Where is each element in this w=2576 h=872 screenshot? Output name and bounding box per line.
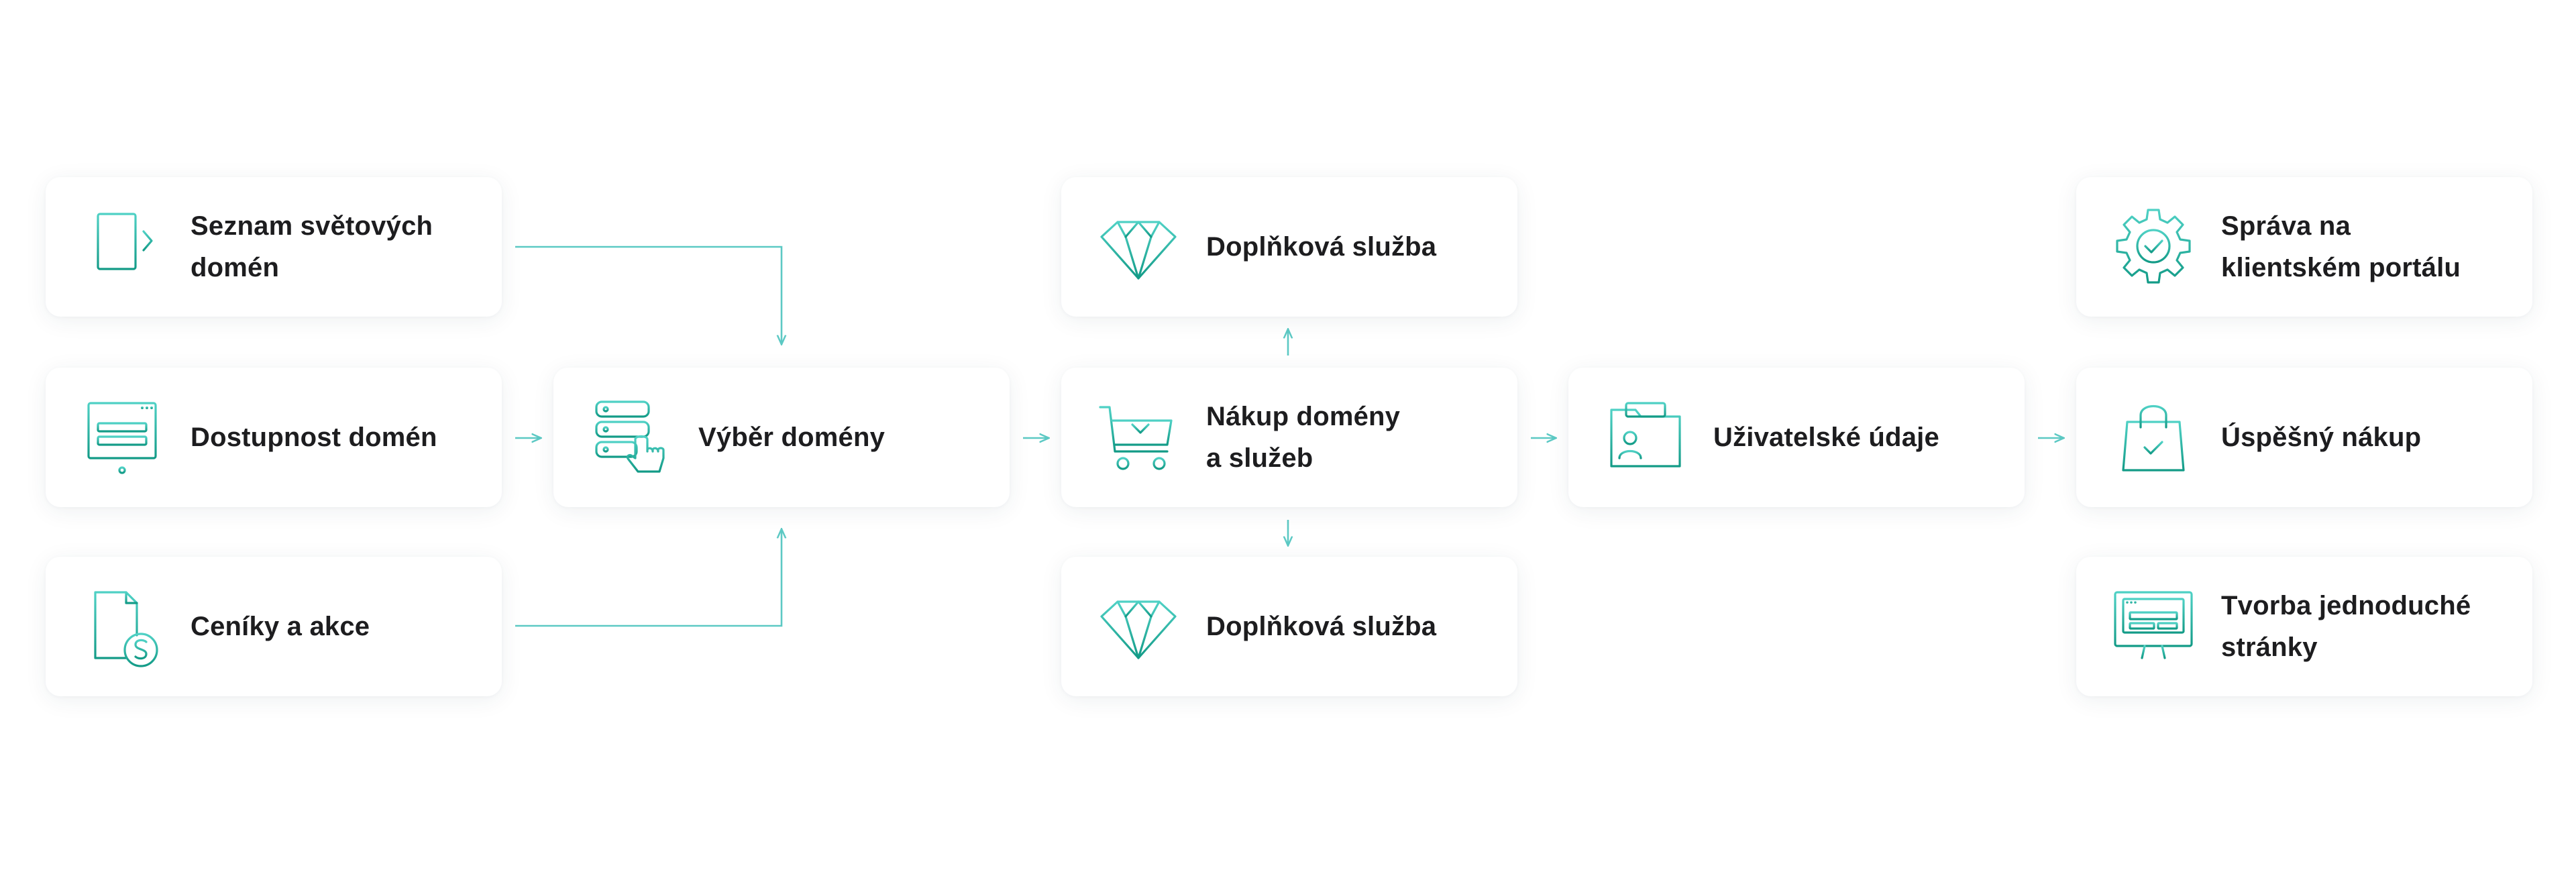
node-ceniky-a-akce[interactable]: Ceníky a akce	[46, 557, 502, 696]
node-label: Ceníky a akce	[191, 612, 370, 641]
connector-seznam-to-vyber	[515, 246, 782, 343]
node-dostupnost-domen[interactable]: Dostupnost domén	[46, 368, 502, 507]
gear-check-icon	[2110, 203, 2197, 290]
node-label: Uživatelské údaje	[1713, 423, 1939, 452]
node-doplnkova-sluzba-bottom[interactable]: Doplňková služba	[1061, 557, 1517, 696]
node-label: Výběr domény	[698, 423, 885, 452]
node-label: Úspěšný nákup	[2221, 423, 2422, 452]
shopping-bag-icon	[2110, 394, 2197, 481]
node-label: Doplňková služba	[1206, 232, 1437, 262]
node-label: Tvorba jednoduché stránky	[2221, 591, 2471, 662]
node-sprava-na-klientskem-portalu[interactable]: Správa na klientském portálu	[2076, 177, 2532, 317]
node-label: Nákup domény a služeb	[1206, 402, 1401, 473]
browser-network-icon	[79, 394, 166, 481]
node-uzivatelske-udaje[interactable]: Uživatelské údaje	[1568, 368, 2025, 507]
connector-ceniky-to-vyber	[515, 530, 782, 627]
node-label: Seznam světových domén	[191, 211, 433, 282]
diamond-icon	[1095, 203, 1182, 290]
monitor-website-icon	[2110, 583, 2197, 670]
node-label: Správa na klientském portálu	[2221, 211, 2461, 282]
id-folder-icon	[1602, 394, 1689, 481]
node-vyber-domeny[interactable]: Výběr domény	[553, 368, 1010, 507]
server-select-icon	[587, 394, 674, 481]
node-uspesny-nakup[interactable]: Úspěšný nákup	[2076, 368, 2532, 507]
node-tvorba-jednoduche-stranky[interactable]: Tvorba jednoduché stránky	[2076, 557, 2532, 696]
node-seznam-svetovych-domen[interactable]: Seznam světových domén	[46, 177, 502, 317]
document-list-icon	[79, 203, 166, 290]
node-nakup-domeny-a-sluzeb[interactable]: Nákup domény a služeb	[1061, 368, 1517, 507]
node-label: Doplňková služba	[1206, 612, 1437, 641]
diamond-icon	[1095, 583, 1182, 670]
shopping-cart-icon	[1095, 394, 1182, 481]
price-document-icon	[79, 583, 166, 670]
node-label: Dostupnost domén	[191, 423, 437, 452]
node-doplnkova-sluzba-top[interactable]: Doplňková služba	[1061, 177, 1517, 317]
